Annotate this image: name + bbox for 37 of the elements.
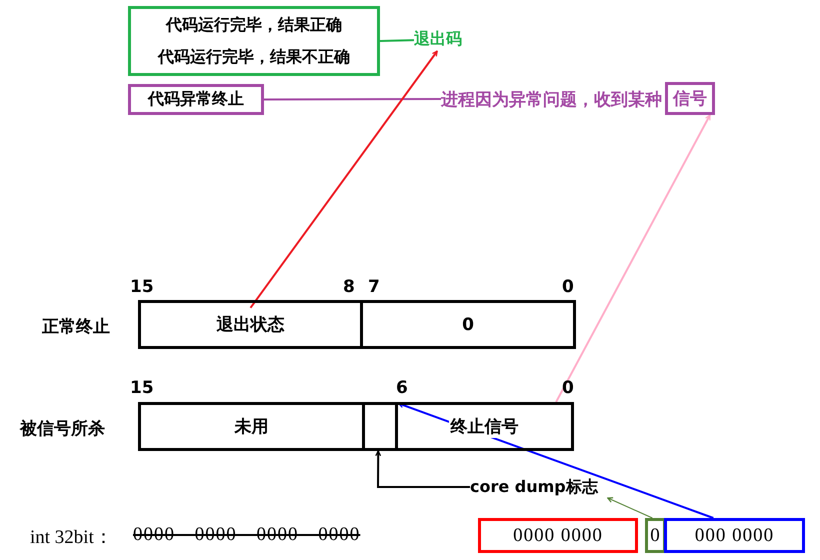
bit-field-cell bbox=[138, 402, 365, 451]
field-text: 代码异常终止 bbox=[148, 89, 244, 110]
field-text: 0 bbox=[650, 524, 661, 546]
annotation-text: 退出码 bbox=[414, 28, 462, 50]
bit-index: 7 bbox=[368, 277, 380, 297]
bit-index: 8 bbox=[343, 277, 355, 297]
bit-index: 0 bbox=[562, 378, 574, 398]
unused-bits: 0000 0000 0000 0000 bbox=[133, 524, 360, 546]
note-box bbox=[128, 84, 264, 115]
arrow bbox=[607, 497, 653, 518]
bit-index: 15 bbox=[130, 277, 154, 297]
note-box bbox=[665, 82, 715, 115]
bit-group-box bbox=[478, 518, 638, 553]
field-text: 000 0000 bbox=[694, 524, 774, 546]
field-text: 信号 bbox=[673, 88, 707, 110]
type-label: int 32bit： bbox=[30, 526, 113, 550]
arrow bbox=[375, 450, 470, 488]
note-box bbox=[128, 6, 380, 76]
bit-group-box bbox=[664, 518, 805, 553]
arrow bbox=[250, 50, 438, 308]
annotation-text: 进程因为异常问题，收到某种 bbox=[441, 88, 662, 110]
bit-index: 0 bbox=[562, 277, 574, 297]
field-text: 代码运行完毕，结果不正确 bbox=[158, 46, 350, 68]
bit-field-cell bbox=[138, 300, 363, 349]
row-label: 正常终止 bbox=[42, 316, 110, 338]
field-text: 终止信号 bbox=[448, 415, 520, 438]
bit-index: 15 bbox=[130, 378, 154, 398]
bit-group-box bbox=[645, 518, 666, 553]
row-label: 被信号所杀 bbox=[20, 418, 105, 440]
field-text: 代码运行完毕，结果正确 bbox=[166, 14, 342, 36]
bit-field-cell bbox=[395, 402, 574, 451]
arrow bbox=[555, 114, 711, 402]
field-text: 0000 0000 bbox=[513, 524, 603, 546]
annotation-text: core dump标志 bbox=[470, 476, 598, 498]
bit-index: 6 bbox=[396, 378, 408, 398]
bit-field-cell bbox=[362, 402, 398, 451]
bit-field-cell bbox=[360, 300, 576, 349]
